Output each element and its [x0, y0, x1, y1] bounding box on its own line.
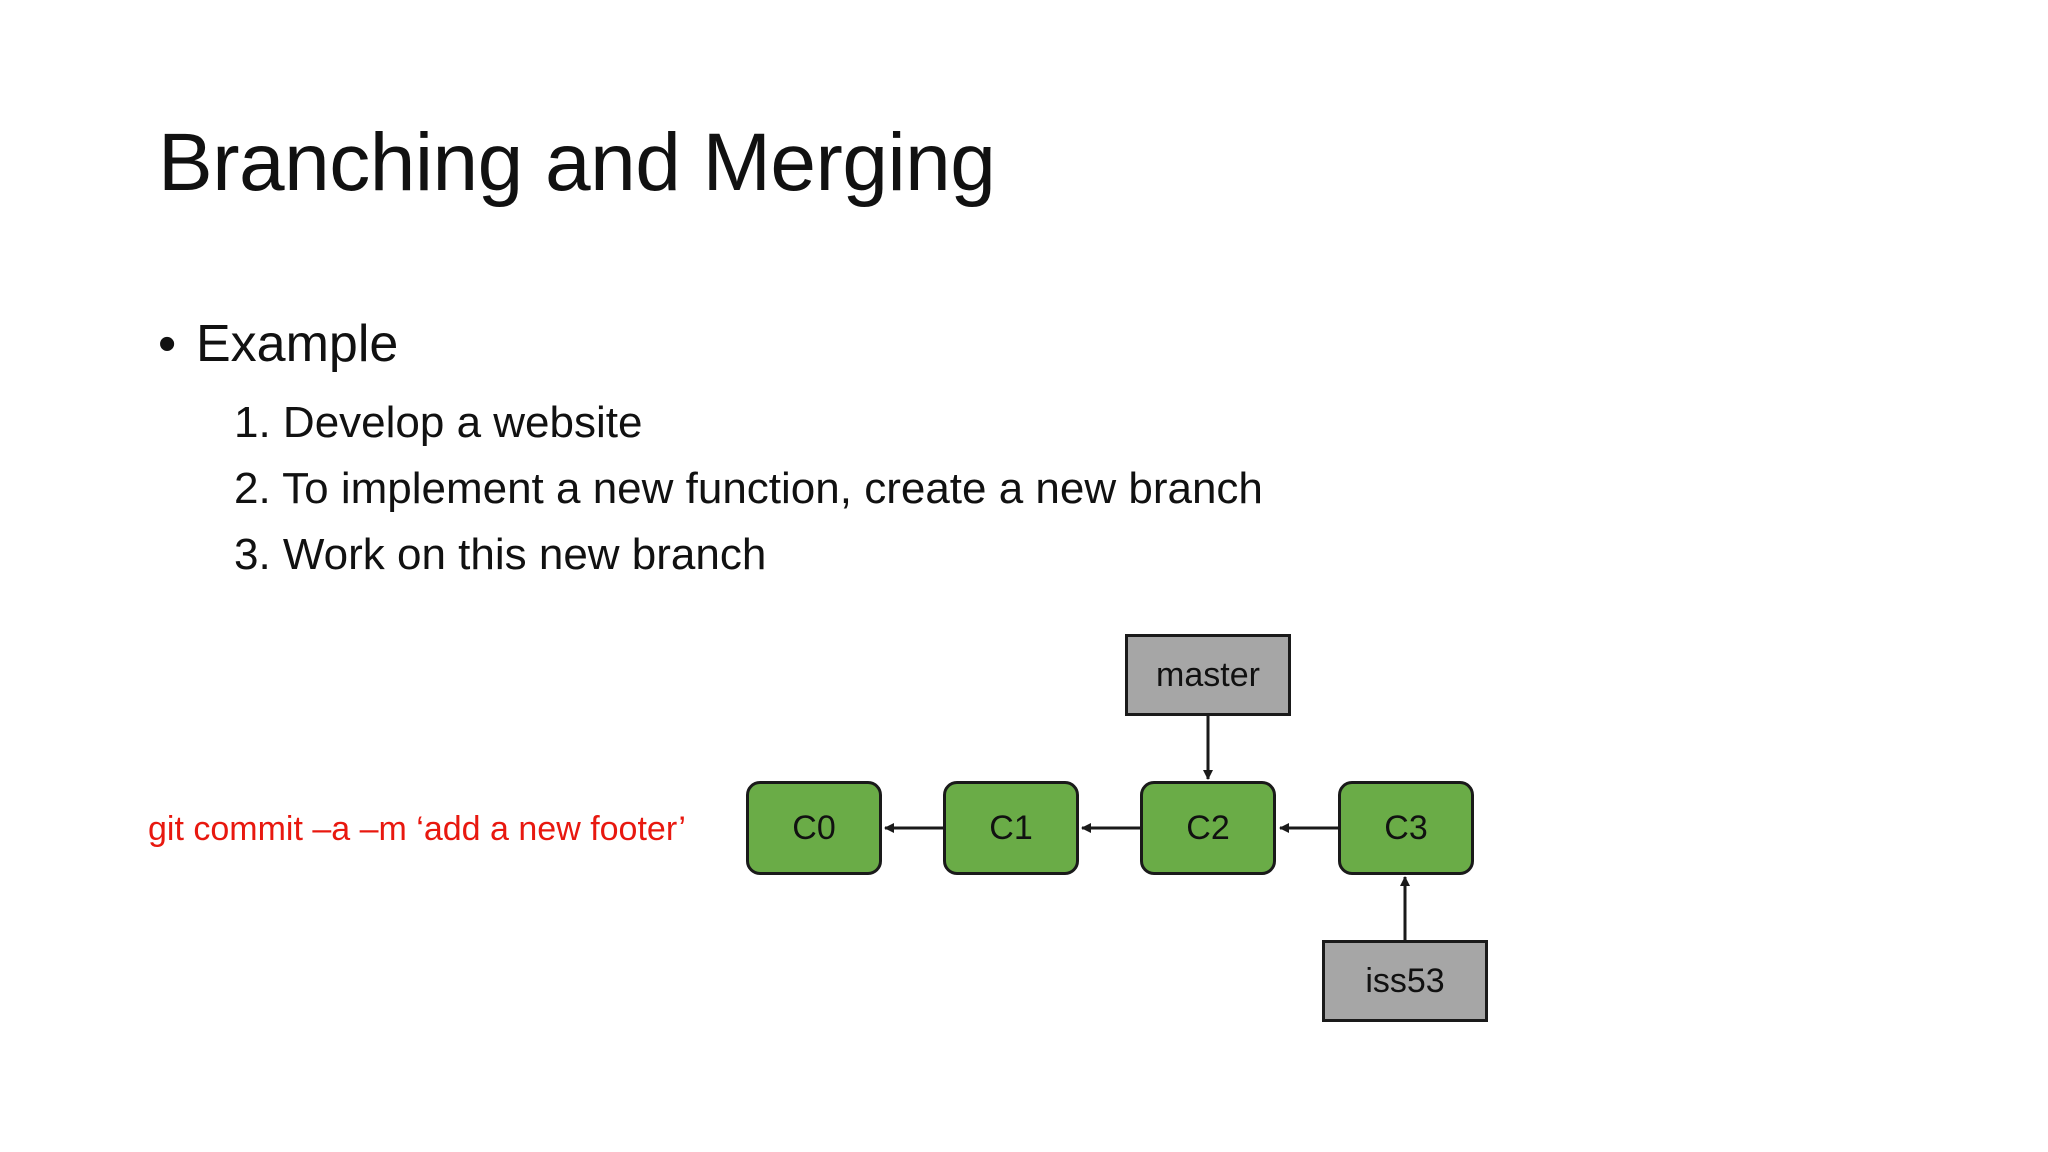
step-1: 1. Develop a website	[234, 398, 643, 447]
bullet-text: Example	[196, 315, 399, 373]
commit-c2: C2	[1140, 781, 1276, 875]
git-command-label: git commit –a –m ‘add a new footer’	[148, 810, 686, 848]
commit-c0: C0	[746, 781, 882, 875]
slide-title: Branching and Merging	[158, 117, 996, 208]
step-2: 2. To implement a new function, create a…	[234, 464, 1263, 513]
step-3: 3. Work on this new branch	[234, 530, 767, 579]
steps-list: 1. Develop a website 2. To implement a n…	[234, 390, 1263, 588]
commit-c3: C3	[1338, 781, 1474, 875]
branch-master: master	[1125, 634, 1291, 716]
bullet-dot-icon: •	[158, 315, 177, 373]
bullet-example: • Example	[158, 313, 398, 375]
branch-iss53: iss53	[1322, 940, 1488, 1022]
commit-c1: C1	[943, 781, 1079, 875]
